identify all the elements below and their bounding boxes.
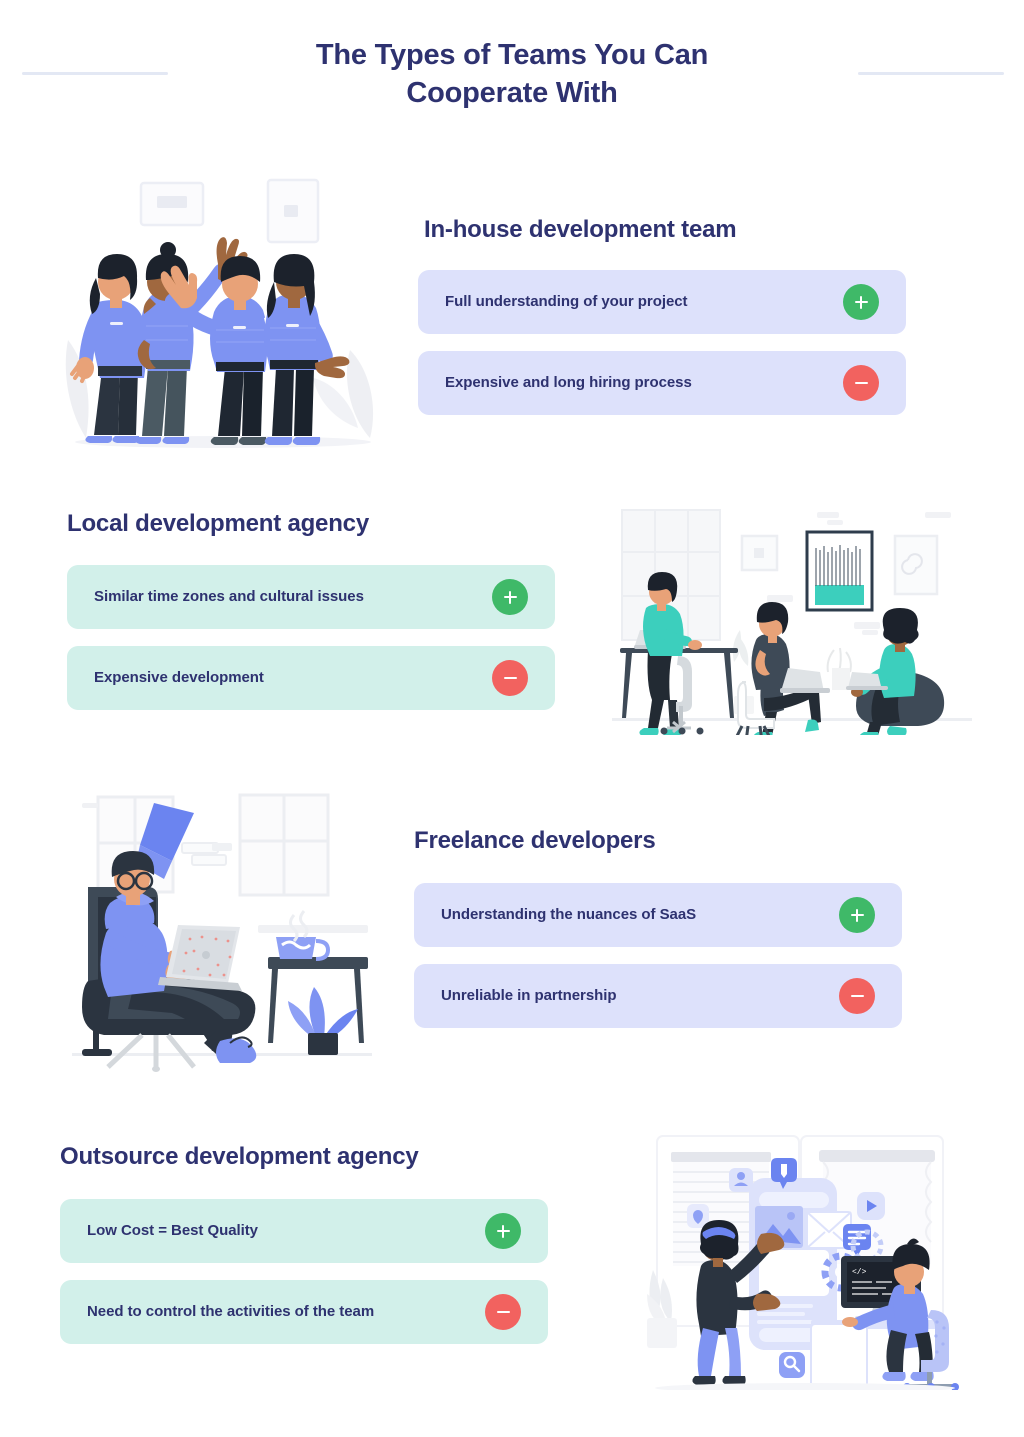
freelancer-armchair-illustration (72, 785, 372, 1075)
minus-icon (839, 978, 875, 1014)
benefit-card-con[interactable]: Expensive development (67, 646, 555, 710)
section-heading-freelance: Freelance developers (414, 827, 656, 854)
benefit-card-pro[interactable]: Similar time zones and cultural issues (67, 565, 555, 629)
benefit-card-text: Full understanding of your project (445, 293, 688, 310)
web-development-team-illustration: </> (645, 1130, 975, 1390)
benefit-card-pro[interactable]: Understanding the nuances of SaaS (414, 883, 902, 947)
benefit-card-list-freelance: Understanding the nuances of SaaS Unreli… (414, 883, 902, 1028)
section-heading-in-house: In-house development team (424, 216, 737, 243)
section-heading-outsource: Outsource development agency (60, 1143, 419, 1170)
benefit-card-text: Unreliable in partnership (441, 987, 617, 1004)
minus-icon (485, 1294, 521, 1330)
plus-icon (843, 284, 879, 320)
benefit-card-con[interactable]: Expensive and long hiring process (418, 351, 906, 415)
benefit-card-text: Low Cost = Best Quality (87, 1222, 258, 1239)
benefit-card-pro[interactable]: Low Cost = Best Quality (60, 1199, 548, 1263)
benefit-card-list-local-agency: Similar time zones and cultural issues E… (67, 565, 555, 710)
benefit-card-text: Need to control the activities of the te… (87, 1303, 375, 1320)
header-rule-left (22, 72, 168, 75)
benefit-card-con[interactable]: Need to control the activities of the te… (60, 1280, 548, 1344)
benefit-card-pro[interactable]: Full understanding of your project (418, 270, 906, 334)
benefit-card-text: Understanding the nuances of SaaS (441, 906, 697, 923)
section-outsource: Outsource development agency Low Cost = … (0, 1125, 1024, 1415)
plus-icon (839, 897, 875, 933)
section-heading-local-agency: Local development agency (67, 510, 369, 537)
plus-icon (492, 579, 528, 615)
benefit-card-con[interactable]: Unreliable in partnership (414, 964, 902, 1028)
benefit-card-text: Expensive development (94, 669, 264, 686)
svg-text:</>: </> (852, 1268, 867, 1277)
benefit-card-text: Expensive and long hiring process (445, 374, 692, 391)
section-freelance: Freelance developers Understanding the n… (0, 785, 1024, 1085)
office-meeting-illustration (612, 500, 972, 735)
benefit-card-list-outsource: Low Cost = Best Quality Need to control … (60, 1199, 548, 1344)
page-header: The Types of Teams You Can Cooperate Wit… (0, 0, 1024, 140)
section-local-agency: Local development agency Similar time zo… (0, 495, 1024, 745)
page-title-line-1: The Types of Teams You Can (315, 39, 709, 71)
benefit-card-list-in-house: Full understanding of your project Expen… (418, 270, 906, 415)
team-high-five-illustration (58, 170, 388, 460)
header-rule-right (858, 72, 1004, 75)
page-title: The Types of Teams You Can Cooperate Wit… (0, 36, 1024, 113)
section-in-house: In-house development team Full understan… (0, 170, 1024, 470)
minus-icon (843, 365, 879, 401)
plus-icon (485, 1213, 521, 1249)
benefit-card-text: Similar time zones and cultural issues (94, 588, 364, 605)
minus-icon (492, 660, 528, 696)
page-title-line-2: Cooperate With (406, 77, 618, 110)
